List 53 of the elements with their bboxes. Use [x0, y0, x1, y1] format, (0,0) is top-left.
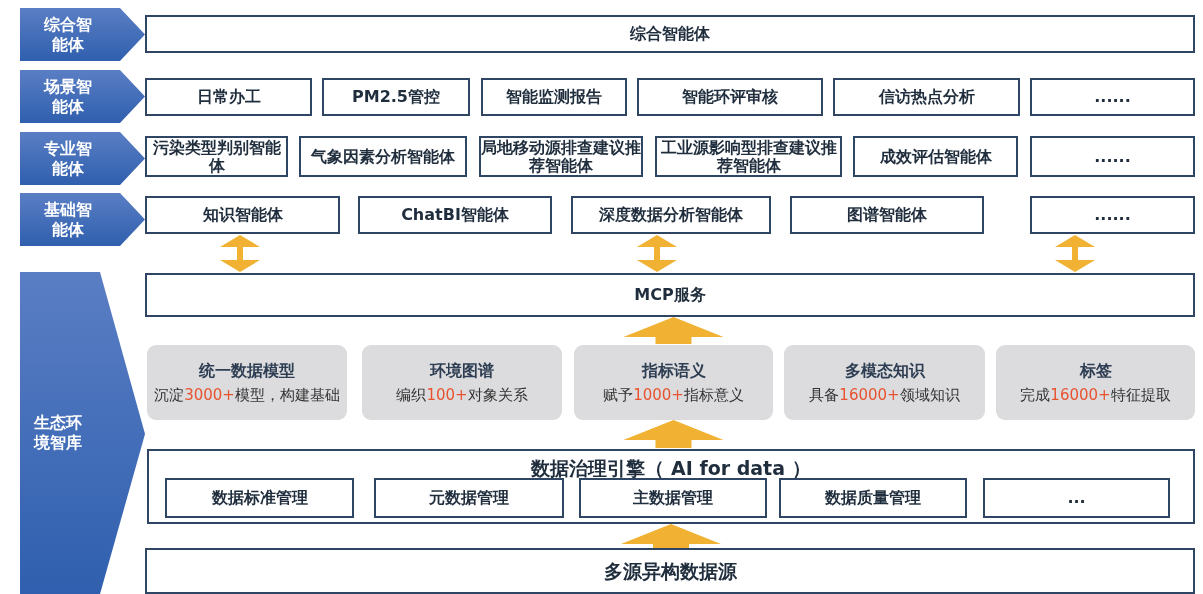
module-box: ......	[1030, 136, 1195, 177]
block-arrow	[220, 235, 260, 272]
module-box: 数据质量管理	[779, 478, 967, 518]
module-box: ...	[983, 478, 1170, 518]
module-box: 气象因素分析智能体	[299, 136, 467, 177]
layer-label-tab: 基础智能体	[20, 193, 145, 246]
block-arrow	[637, 235, 677, 272]
block-arrow	[623, 420, 724, 448]
layer-label-tab: 专业智能体	[20, 132, 145, 185]
card-title: 标签	[1079, 361, 1112, 380]
layer-label-tab: 场景智能体	[20, 70, 145, 123]
card-text: 编织100+对象关系	[396, 385, 528, 404]
module-box: 智能监测报告	[481, 78, 627, 116]
knowledge-card	[784, 345, 985, 420]
card-title: 环境图谱	[430, 361, 494, 380]
module-box: 成效评估智能体	[853, 136, 1018, 177]
card-title: 多模态知识	[844, 361, 925, 380]
knowledge-card	[996, 345, 1195, 420]
module-box: 工业源影响型排查建议推荐智能体	[655, 136, 842, 177]
card-title: 指标语义	[641, 361, 706, 380]
knowledge-card	[362, 345, 562, 420]
module-box: ......	[1030, 78, 1195, 116]
knowledge-card	[574, 345, 773, 420]
module-box: ......	[1030, 196, 1195, 234]
module-box: ChatBI智能体	[358, 196, 552, 234]
engine-panel	[147, 449, 1195, 524]
layer-label-tab: 综合智能体	[20, 8, 145, 61]
card-text: 沉淀3000+模型，构建基础	[154, 385, 340, 404]
block-arrow	[621, 524, 721, 548]
card-text: 赋予1000+指标意义	[603, 385, 744, 404]
module-box: 综合智能体	[145, 15, 1195, 53]
panel-title: 数据治理引擎（ AI for data ）	[530, 459, 812, 477]
module-box: 污染类型判别智能体	[145, 136, 288, 177]
card-text: 完成16000+特征提取	[1020, 385, 1171, 404]
block-arrow	[623, 317, 724, 344]
module-box: 主数据管理	[579, 478, 767, 518]
module-box: 局地移动源排查建议推荐智能体	[479, 136, 643, 177]
module-box: 图谱智能体	[790, 196, 984, 234]
module-box: 深度数据分析智能体	[571, 196, 771, 234]
block-arrow	[1055, 235, 1095, 272]
module-box: PM2.5管控	[322, 78, 470, 116]
module-box: 数据标准管理	[165, 478, 354, 518]
layer-label-tab: 生态环境智库	[20, 272, 145, 594]
card-text: 具备16000+领域知识	[809, 385, 960, 404]
card-title: 统一数据模型	[199, 361, 295, 380]
module-box: MCP服务	[145, 273, 1195, 317]
module-box: 智能环评审核	[637, 78, 823, 116]
module-box: 信访热点分析	[833, 78, 1020, 116]
module-box: 元数据管理	[374, 478, 564, 518]
module-box: 日常办工	[145, 78, 312, 116]
knowledge-card	[147, 345, 347, 420]
module-box: 知识智能体	[145, 196, 340, 234]
module-box: 多源异构数据源	[145, 548, 1195, 594]
